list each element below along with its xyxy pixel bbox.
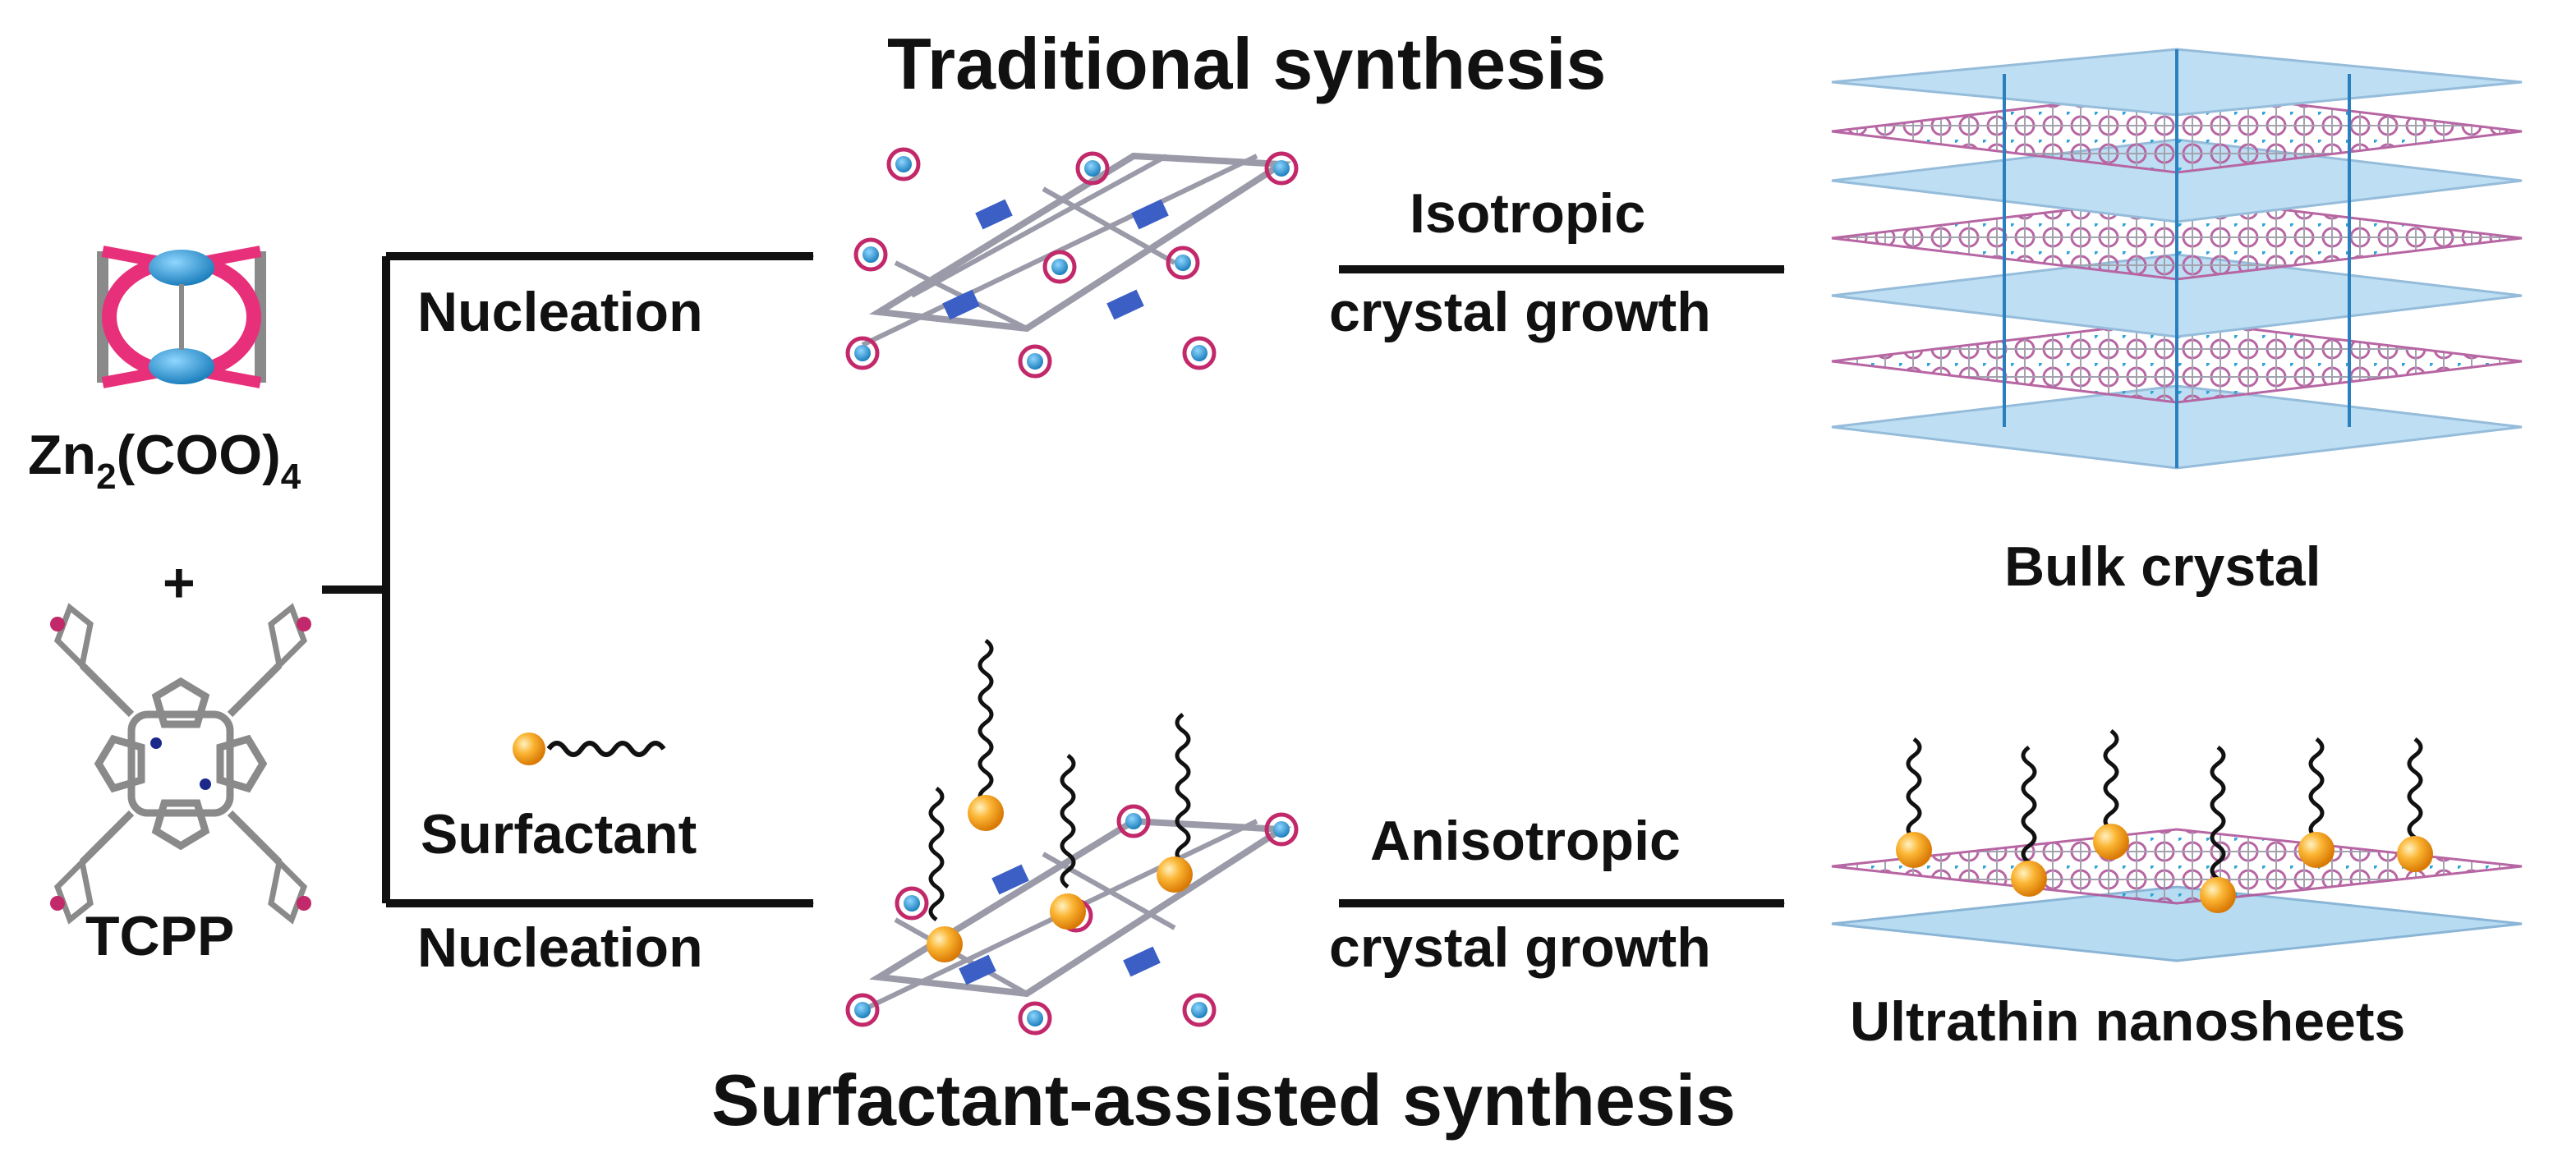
bottom-nucleus-fragment — [845, 638, 1299, 1036]
formula-group: (COO) — [116, 424, 281, 486]
formula-subscript-2: 4 — [280, 457, 301, 497]
surfactant-molecule-icon — [513, 732, 666, 765]
porphyrin-tcpp-icon — [50, 603, 311, 925]
ultrathin-nanosheets-label: Ultrathin nanosheets — [1850, 990, 2406, 1053]
surfactant-label: Surfactant — [421, 803, 697, 866]
bottom-nucleation-label: Nucleation — [417, 916, 703, 979]
bottom-crystal-growth-label: crystal growth — [1329, 916, 1711, 979]
formula-element: Zn — [28, 424, 97, 486]
surfactant-assisted-synthesis-title: Surfactant-assisted synthesis — [711, 1059, 1736, 1141]
bulk-crystal-label: Bulk crystal — [2004, 535, 2321, 598]
linker-label: TCPP — [85, 905, 235, 967]
paddlewheel-zn-cluster-icon — [97, 246, 266, 388]
isotropic-label: Isotropic — [1410, 182, 1646, 245]
top-crystal-growth-label: crystal growth — [1329, 281, 1711, 343]
formula-subscript-1: 2 — [96, 457, 117, 497]
traditional-synthesis-title: Traditional synthesis — [887, 23, 1607, 104]
anisotropic-label: Anisotropic — [1370, 810, 1681, 872]
branch-connector — [322, 252, 1785, 907]
plus-sign: + — [163, 552, 196, 614]
nanosheet-stack — [1831, 728, 2523, 962]
metal-node-formula: Zn2(COO)4 — [28, 424, 301, 495]
top-nucleus-fragment — [845, 147, 1299, 379]
top-nucleation-label: Nucleation — [417, 281, 703, 343]
bulk-crystal-stack — [1831, 48, 2523, 470]
